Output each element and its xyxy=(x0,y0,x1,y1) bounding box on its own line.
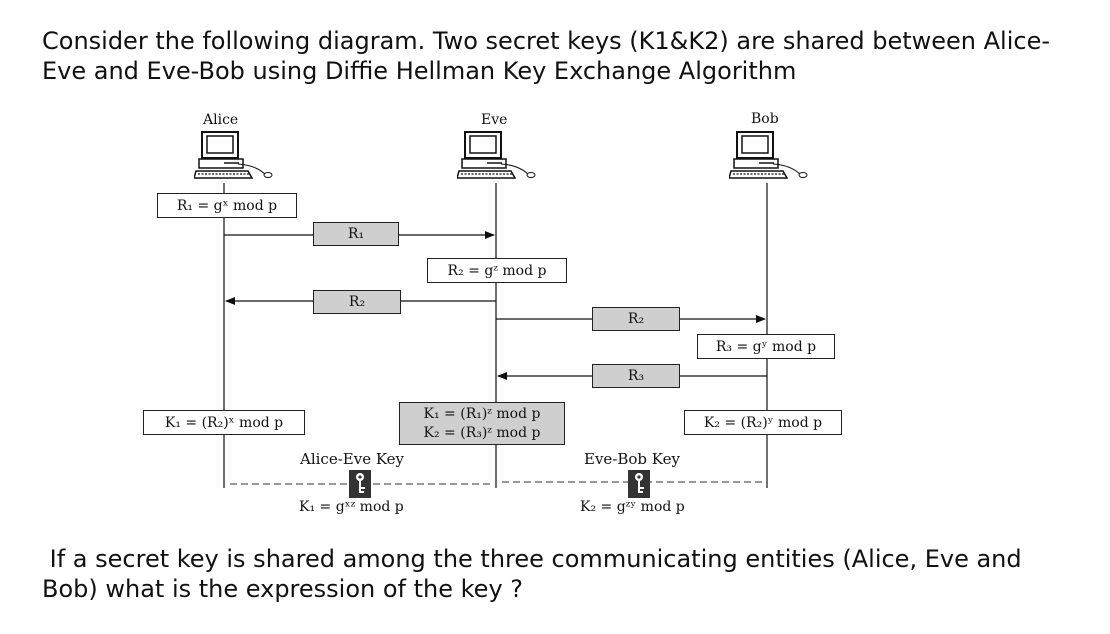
eve-keys-box: K₁ = (R₁)ᶻ mod p K₂ = (R₃)ᶻ mod p xyxy=(399,402,565,445)
question-intro: Consider the following diagram. Two secr… xyxy=(42,27,1050,85)
eve-label: Eve xyxy=(481,112,508,128)
key-icon xyxy=(628,470,650,498)
key-icon xyxy=(349,470,371,498)
computer-icon xyxy=(729,131,808,179)
eve-bob-key-label: Eve-Bob Key xyxy=(584,450,680,468)
eve-k1-text: K₁ = (R₁)ᶻ mod p xyxy=(423,405,541,422)
bob-k2-box: K₂ = (R₂)ʸ mod p xyxy=(684,410,842,435)
computer-icon xyxy=(457,131,536,179)
bob-r3-box: R₃ = gʸ mod p xyxy=(697,334,835,359)
eve-k2-text: K₂ = (R₃)ᶻ mod p xyxy=(423,424,541,441)
eve-bob-key-formula: K₂ = gᶻʸ mod p xyxy=(580,499,685,515)
message-r1-box: R₁ xyxy=(313,222,399,246)
alice-k1-box: K₁ = (R₂)ˣ mod p xyxy=(143,410,305,435)
alice-r1-box: R₁ = gˣ mod p xyxy=(157,193,297,218)
alice-eve-key-label: Alice-Eve Key xyxy=(300,450,404,468)
alice-label: Alice xyxy=(203,112,239,128)
message-r2-bob-box: R₂ xyxy=(592,307,680,331)
eve-r2-box: R₂ = gᶻ mod p xyxy=(427,258,567,283)
question-prompt: If a secret key is shared among the thre… xyxy=(42,545,1030,603)
message-r2-alice-box: R₂ xyxy=(313,290,401,314)
computer-icon xyxy=(194,131,273,179)
bob-label: Bob xyxy=(751,111,779,127)
alice-eve-key-formula: K₁ = gˣᶻ mod p xyxy=(299,499,404,515)
message-r3-box: R₃ xyxy=(592,364,680,388)
